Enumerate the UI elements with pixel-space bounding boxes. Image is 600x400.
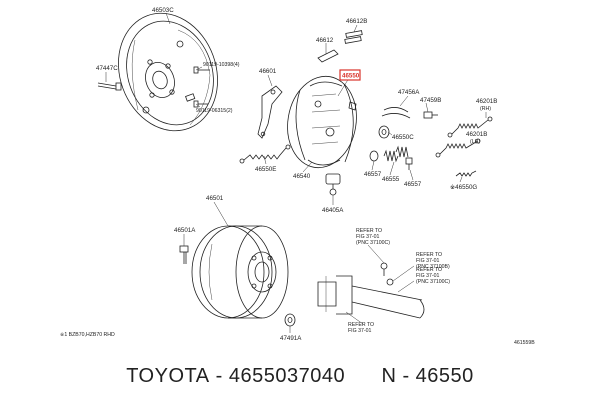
bolt-47447C-drawing [97,82,122,91]
label-47456A: 47456A [398,89,420,96]
label-46555: 46555 [382,176,400,183]
label-46503C: 46503C [152,7,174,14]
caption-separator: - [209,364,229,387]
washer-46550C-drawing [378,125,390,139]
ref3-line2: FIG 37-01 [416,273,439,279]
label-47491A: 47491A [280,335,302,342]
caption-gap [345,365,381,388]
spring-set-46555-drawing [369,145,413,170]
ref3-line1: REFER TO [416,267,442,273]
ref4-line2: FIG 37-01 [348,328,371,334]
ref4-line1: REFER TO [348,322,374,328]
label-lh: (LH) [470,139,480,145]
part-number: 4655037040 [228,364,346,387]
ref1-line3: (PNC 37100C) [356,240,390,246]
ref1-line2: FIG 37-01 [356,234,379,240]
reference-note-3: REFER TO FIG 37-01 (PNC 37100C) [416,267,450,285]
label-46550C: 46550C [392,134,414,141]
highlighted-part-46550: 46550 [339,69,361,81]
ref2-line1: REFER TO [416,252,442,258]
label-46550E: 46550E [255,166,276,173]
nut-47491A-drawing [284,313,296,327]
label-47447C: 47447C [96,65,118,72]
label-46601: 46601 [259,68,277,75]
reference-note-2: REFER TO FIG 37-01 (PNC 37100B) [416,252,450,270]
backing-plate-drawing [118,12,218,132]
label-47459B: 47459B [420,97,441,104]
lever-46601-drawing [257,85,283,139]
ref3-line3: (PNC 37100C) [416,279,450,285]
brake-shoe-assembly-drawing [287,75,357,169]
label-46405A: 46405A [322,207,344,214]
bolt-46501A-drawing [179,245,189,264]
label-rh: (RH) [480,106,491,112]
label-90119-06315: 90119-06315(2) [196,108,233,114]
ref2-line2: FIG 37-01 [416,258,439,264]
label-46501A: 46501A [174,227,196,234]
label-46550: 46550 [342,73,360,80]
label-46501: 46501 [206,195,224,202]
adjuster-plate-46612-drawing [317,30,363,63]
bolts-90119-drawing [193,66,210,108]
wheel-cylinder-46405A-drawing [325,173,341,196]
part-caption: TOYOTA - 4655037040 N - 46550 [0,352,600,400]
brake-drum-drawing [191,225,289,319]
ref2-line3: (PNC 37100B) [416,264,450,270]
label-46550G: ※46550G [450,184,477,191]
ref1-line1: REFER TO [356,228,382,234]
label-46557-b: 46557 [404,181,422,188]
brand-name: TOYOTA [126,364,210,387]
boot-47456A-drawing [381,107,438,119]
label-46612B: 46612B [346,18,367,25]
illustration-code: 461559B [514,340,535,346]
return-springs-46201B-drawing [435,116,493,177]
label-46201B-lh: 46201B [466,131,487,138]
label-46540: 46540 [293,173,311,180]
leader-lines [105,12,487,333]
label-46557-a: 46557 [364,171,382,178]
reference-number: N - 46550 [381,364,474,387]
reference-note-1: REFER TO FIG 37-01 (PNC 37100C) [356,228,390,246]
applicability-footnote: ※1 BZB70,HZB70 RHD [60,332,115,338]
label-90119-10398: 90119-10398(4) [203,62,240,68]
label-46201B-rh: 46201B [476,98,497,105]
axle-shaft-drawing [317,262,425,319]
reference-note-4: REFER TO FIG 37-01 [348,322,374,334]
label-46612: 46612 [316,37,334,44]
